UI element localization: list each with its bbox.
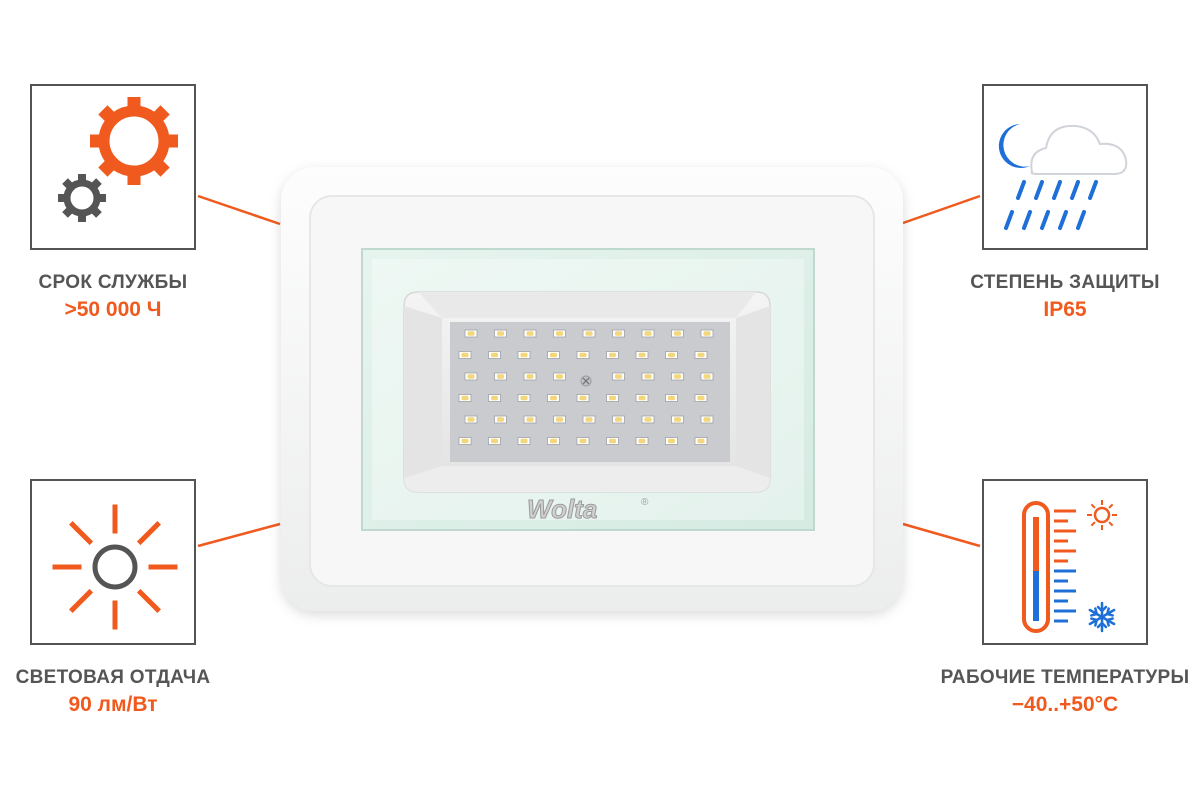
led-chip [694, 394, 708, 402]
led-chip [553, 415, 566, 424]
sun-ray [136, 521, 161, 546]
efficacy-icon-box [30, 479, 196, 645]
led-chip [464, 329, 478, 338]
moon-icon [998, 124, 1030, 168]
temperature-caption: РАБОЧИЕ ТЕМПЕРАТУРЫ −40..+50°C [930, 667, 1200, 717]
protection-title: СТЕПЕНЬ ЗАЩИТЫ [970, 272, 1160, 293]
lifetime-icon-box [30, 84, 196, 250]
led-chip [694, 437, 708, 445]
lifetime-value: >50 000 Ч [64, 298, 162, 321]
led-chip [671, 415, 684, 424]
led-chip [635, 394, 649, 402]
lifetime-caption: СРОК СЛУЖБЫ >50 000 Ч [10, 272, 216, 322]
led-chip [582, 415, 596, 424]
led-chip [641, 415, 655, 424]
led-chip [458, 394, 472, 402]
temperature-value: −40..+50°C [1011, 693, 1119, 716]
led-chip [488, 351, 501, 359]
led-chip [635, 351, 649, 359]
led-chip [576, 394, 590, 402]
cloud-icon [1030, 124, 1128, 175]
lifetime-title: СРОК СЛУЖБЫ [38, 272, 188, 293]
led-chip [700, 372, 714, 381]
sun-icon [52, 504, 178, 630]
led-chip [700, 415, 714, 424]
led-chip [517, 351, 531, 359]
snowflake-icon [1088, 601, 1116, 633]
brand-logo: Wolta [527, 494, 597, 524]
led-chip [641, 329, 655, 338]
protection-caption: СТЕПЕНЬ ЗАЩИТЫ IP65 [955, 272, 1175, 322]
led-chip [671, 329, 684, 338]
led-chip [576, 437, 590, 445]
led-chip [523, 329, 537, 338]
led-chip [612, 415, 625, 424]
sun-ray [136, 588, 161, 613]
led-chip [458, 437, 472, 445]
efficacy-value: 90 лм/Вт [68, 693, 158, 716]
sun-core-icon [92, 544, 138, 590]
led-chip [612, 372, 625, 381]
led-chip [494, 329, 507, 338]
temperature-icon-box [982, 479, 1148, 645]
protection-icon-box [982, 84, 1148, 250]
small-sun-icon [1087, 500, 1117, 530]
led-chip [517, 437, 531, 445]
led-chip [612, 329, 625, 338]
led-chip [517, 394, 531, 402]
temperature-title: РАБОЧИЕ ТЕМПЕРАТУРЫ [940, 667, 1190, 688]
efficacy-caption: СВЕТОВАЯ ОТДАЧА 90 лм/Вт [0, 667, 226, 717]
led-chip [694, 351, 708, 359]
led-chip [458, 351, 472, 359]
led-chip [547, 394, 560, 402]
gears-icon [58, 97, 178, 222]
led-chip [665, 351, 678, 359]
led-chip [671, 372, 684, 381]
led-chip [547, 437, 560, 445]
led-chip [494, 415, 507, 424]
led-chip [553, 372, 566, 381]
led-chip [576, 351, 590, 359]
led-chip [553, 329, 566, 338]
protection-value: IP65 [1043, 298, 1087, 321]
rain-cloud-icon [998, 124, 1128, 230]
led-array [458, 329, 714, 445]
thermometer-icon [1022, 500, 1117, 633]
led-chip [582, 329, 596, 338]
led-chip [547, 351, 560, 359]
led-chip [464, 372, 478, 381]
led-chip [494, 372, 507, 381]
led-chip [464, 415, 478, 424]
led-chip [523, 372, 537, 381]
sun-ray [69, 588, 94, 613]
led-chip [523, 415, 537, 424]
efficacy-title: СВЕТОВАЯ ОТДАЧА [15, 667, 211, 688]
led-chip [635, 437, 649, 445]
led-chip [700, 329, 714, 338]
led-chip [488, 394, 501, 402]
led-chip [488, 437, 501, 445]
sun-ray [69, 521, 94, 546]
led-chip [665, 437, 678, 445]
led-chip [606, 351, 619, 359]
led-chip [641, 372, 655, 381]
led-chip [606, 394, 619, 402]
led-chip [665, 394, 678, 402]
brand-registered-mark: ® [641, 497, 649, 508]
led-chip [606, 437, 619, 445]
